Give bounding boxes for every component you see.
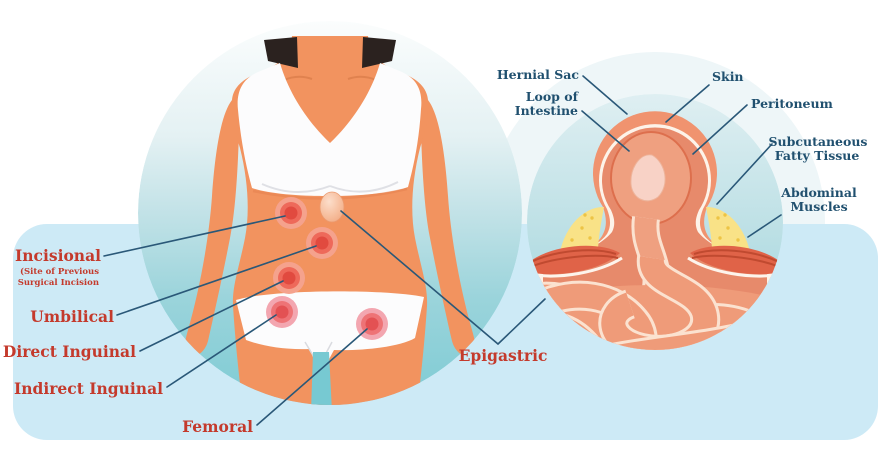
fat-right: [706, 206, 750, 257]
muscle-right: [690, 245, 783, 275]
line-epigastric: [340, 210, 546, 346]
label-skin: Skin: [712, 69, 744, 84]
hair-right: [362, 37, 396, 68]
spot-core: [284, 206, 298, 220]
fat-left: [560, 206, 604, 257]
abdominal-muscles: [527, 245, 783, 278]
label-abdominal-muscles-1: Abdominal: [780, 185, 857, 200]
line-femoral: [256, 328, 368, 426]
epigastric-bump: [319, 191, 345, 223]
line-direct-inguinal: [139, 280, 284, 352]
collarbone-left: [283, 75, 313, 81]
bra-crease-right: [329, 181, 399, 193]
line-hernial-sac: [582, 75, 628, 115]
line-subcutaneous-fatty-tissue: [716, 143, 773, 205]
right-arm: [420, 100, 476, 357]
line-abdominal-muscles: [747, 214, 782, 238]
spot-core: [275, 305, 289, 319]
line-incisional: [103, 215, 286, 257]
label-indirect-inguinal: Indirect Inguinal: [14, 379, 163, 398]
fatty-tissue: [560, 206, 750, 257]
inset-labels: Hernial Sac Loop of Intestine Skin Perit…: [497, 67, 868, 214]
muscle-stripes-left: [529, 249, 619, 268]
label-incisional: Incisional: [15, 246, 101, 265]
hernia-spot-umbilical: [306, 227, 338, 259]
intestine-loop-highlight: [630, 154, 666, 202]
body-labels: Incisional (Site of Previous Surgical In…: [3, 246, 547, 436]
left-arm: [184, 100, 240, 357]
label-subcutaneous-fatty-tissue-1: Subcutaneous: [769, 134, 868, 149]
hair-left: [264, 37, 298, 68]
spot-core: [315, 236, 329, 250]
line-peritoneum: [692, 104, 748, 155]
muscle-left: [527, 245, 620, 275]
label-hernial-sac: Hernial Sac: [497, 67, 580, 82]
label-loop-of-intestine-2: Intestine: [515, 103, 578, 118]
body-scene: [138, 21, 522, 405]
muscle-stripes-right: [691, 249, 781, 268]
bra-crease-left: [261, 183, 331, 194]
hernia-spot-incisional: [275, 197, 307, 229]
label-abdominal-muscles-2: Muscles: [790, 199, 847, 214]
label-incisional-sub1: (Site of Previous: [20, 266, 99, 277]
line-umbilical: [116, 245, 317, 316]
label-direct-inguinal: Direct Inguinal: [3, 342, 136, 361]
label-subcutaneous-fatty-tissue-2: Fatty Tissue: [775, 148, 860, 163]
collarbone-right: [347, 75, 377, 81]
label-umbilical: Umbilical: [30, 307, 114, 326]
label-epigastric: Epigastric: [459, 346, 548, 365]
hernia-spot-indirect-inguinal: [266, 296, 298, 328]
line-skin: [665, 84, 710, 123]
label-peritoneum: Peritoneum: [751, 96, 833, 111]
label-incisional-sub2: Surgical Incision: [18, 278, 99, 288]
line-loop-of-intestine: [581, 110, 630, 152]
hernia-spot-direct-inguinal: [273, 262, 305, 294]
leader-lines: [103, 75, 782, 426]
line-indirect-inguinal: [166, 314, 277, 388]
bra: [237, 63, 422, 197]
leg-gap: [311, 352, 332, 405]
spot-core: [365, 317, 379, 331]
spot-core: [282, 271, 296, 285]
label-loop-of-intestine-1: Loop of: [526, 89, 580, 104]
label-femoral: Femoral: [182, 417, 253, 436]
